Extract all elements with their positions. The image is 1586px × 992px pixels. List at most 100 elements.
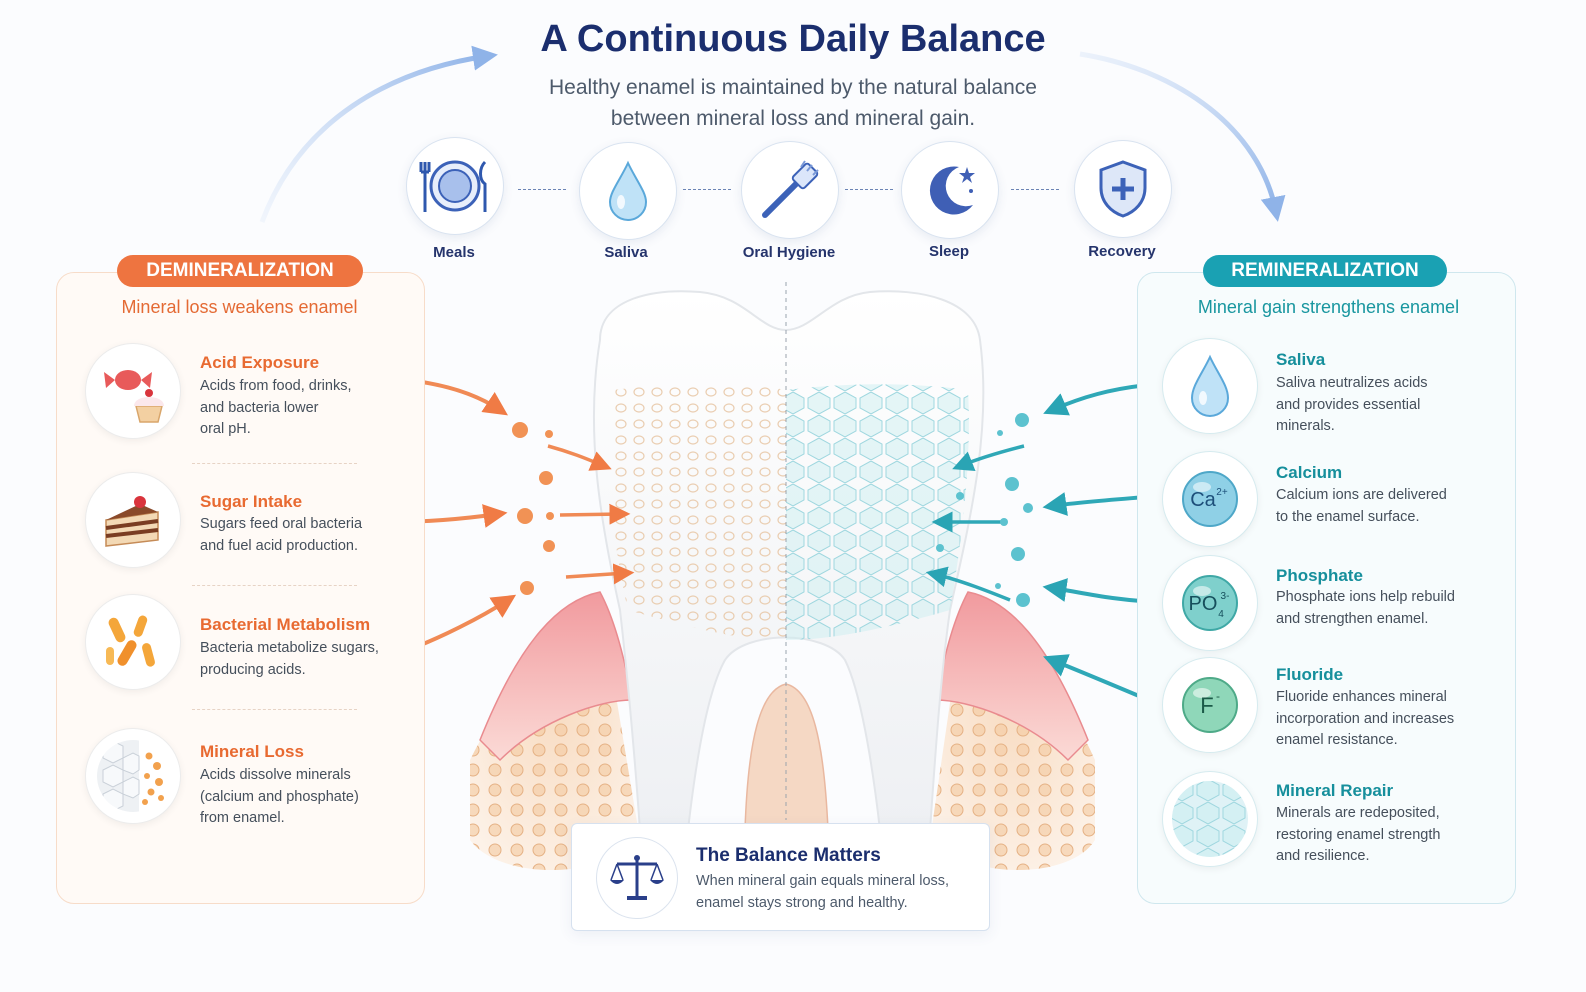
phosphate-icon-circle: PO 4 3- bbox=[1162, 555, 1258, 651]
oral-hygiene-step bbox=[741, 141, 839, 239]
desc-line: from enamel. bbox=[200, 810, 285, 826]
desc-line: and strengthen enamel. bbox=[1276, 610, 1429, 627]
balance-title: The Balance Matters bbox=[696, 845, 881, 866]
demineralization-heading: DEMINERALIZATION bbox=[117, 255, 363, 287]
demineralization-subheading: Mineral loss weakens enamel bbox=[121, 297, 358, 317]
desc-line: Fluoride enhances mineral bbox=[1276, 689, 1447, 705]
cycle-connector bbox=[845, 189, 893, 190]
acid-particles bbox=[512, 422, 555, 595]
acid-exposure-desc: Acids from food, drinks, and bacteria lo… bbox=[200, 376, 352, 441]
calcium-ion-icon: Ca 2+ bbox=[1182, 471, 1238, 527]
droplet-icon bbox=[608, 160, 648, 221]
ion-symbol: Ca bbox=[1190, 489, 1216, 511]
remineralization-subheading: Mineral gain strengthens enamel bbox=[1197, 297, 1460, 317]
fluoride-title: Fluoride bbox=[1276, 665, 1344, 684]
cycle-arrow-right bbox=[1079, 51, 1286, 222]
cycle-connector bbox=[1011, 189, 1059, 190]
desc-line: Phosphate ions help rebuild bbox=[1276, 589, 1455, 605]
desc-line: oral pH. bbox=[200, 421, 251, 437]
desc-line: When mineral gain equals mineral loss, bbox=[696, 873, 950, 889]
acid-exposure-icon-circle bbox=[85, 343, 181, 439]
mineral-loss-title: Mineral Loss bbox=[200, 742, 304, 761]
toothbrush-icon bbox=[762, 160, 819, 218]
sugar-intake-desc: Sugars feed oral bacteria and fuel acid … bbox=[200, 514, 362, 557]
dissolving-minerals-icon bbox=[97, 740, 164, 812]
gum-right bbox=[935, 591, 1089, 762]
bacterial-metabolism-title: Bacterial Metabolism bbox=[200, 615, 371, 634]
scales-icon bbox=[610, 855, 664, 900]
droplet-icon bbox=[1190, 354, 1230, 417]
desc-line: and bacteria lower bbox=[200, 399, 319, 416]
cake-slice-icon bbox=[105, 496, 159, 547]
ion-subscript: 4 bbox=[1218, 609, 1224, 620]
fluoride-ion-icon: F - bbox=[1182, 677, 1238, 733]
balance-desc: When mineral gain equals mineral loss, e… bbox=[696, 870, 949, 914]
desc-line: to the enamel surface. bbox=[1276, 508, 1420, 525]
calcium-desc: Calcium ions are delivered to the enamel… bbox=[1276, 485, 1447, 528]
ion-charge: 3- bbox=[1221, 591, 1230, 602]
desc-line: (calcium and phosphate) bbox=[200, 788, 359, 805]
page-title: A Continuous Daily Balance bbox=[540, 18, 1046, 60]
mineral-loss-icon-circle bbox=[85, 728, 181, 824]
saliva-step bbox=[579, 142, 677, 240]
ion-charge: 2+ bbox=[1216, 487, 1228, 498]
cycle-connector bbox=[683, 189, 731, 190]
step-label-saliva: Saliva bbox=[604, 244, 648, 261]
desc-line: Sugars feed oral bacteria bbox=[200, 516, 363, 532]
desc-line: and fuel acid production. bbox=[200, 537, 358, 554]
saliva-title: Saliva bbox=[1276, 350, 1326, 369]
mineral-repair-icon-circle bbox=[1162, 771, 1258, 867]
desc-line: Acids from food, drinks, bbox=[200, 378, 352, 394]
item-separator bbox=[192, 463, 357, 464]
desc-line: producing acids. bbox=[200, 661, 306, 678]
balance-icon-circle bbox=[596, 837, 678, 919]
item-separator bbox=[192, 585, 357, 586]
cycle-connector bbox=[518, 189, 566, 190]
desc-line: Acids dissolve minerals bbox=[200, 767, 351, 783]
subtitle-line-1: Healthy enamel is maintained by the natu… bbox=[549, 76, 1037, 99]
phosphate-ion-icon: PO 4 3- bbox=[1182, 575, 1238, 631]
step-label-oral-hygiene: Oral Hygiene bbox=[742, 244, 836, 261]
bacterial-metabolism-icon-circle bbox=[85, 594, 181, 690]
desc-line: restoring enamel strength bbox=[1276, 826, 1441, 843]
step-label-sleep: Sleep bbox=[928, 243, 970, 260]
candy-cupcake-icon bbox=[104, 370, 164, 423]
desc-line: Minerals are redeposited, bbox=[1276, 805, 1440, 821]
mineral-repair-desc: Minerals are redeposited, restoring enam… bbox=[1276, 803, 1440, 868]
moon-star-icon bbox=[929, 166, 975, 215]
step-label-recovery: Recovery bbox=[1088, 243, 1156, 260]
recovery-step bbox=[1074, 140, 1172, 238]
step-label-meals: Meals bbox=[433, 244, 475, 261]
plate-cutlery-icon bbox=[419, 160, 487, 212]
fluoride-desc: Fluoride enhances mineral incorporation … bbox=[1276, 687, 1454, 752]
desc-line: Calcium ions are delivered bbox=[1276, 487, 1447, 503]
mineral-loss-desc: Acids dissolve minerals (calcium and pho… bbox=[200, 765, 359, 830]
bacterial-metabolism-desc: Bacteria metabolize sugars, producing ac… bbox=[200, 638, 379, 681]
shield-plus-icon bbox=[1099, 160, 1147, 218]
desc-line: enamel stays strong and healthy. bbox=[696, 895, 908, 911]
desc-line: enamel resistance. bbox=[1276, 732, 1398, 748]
gum-left bbox=[479, 591, 633, 762]
ion-charge: - bbox=[1216, 689, 1220, 703]
subtitle-line-2: between mineral loss and mineral gain. bbox=[610, 107, 976, 130]
calcium-title: Calcium bbox=[1276, 463, 1343, 482]
sugar-intake-icon-circle bbox=[85, 472, 181, 568]
meals-step bbox=[406, 137, 504, 235]
desc-line: Bacteria metabolize sugars, bbox=[200, 640, 379, 656]
mineral-repair-title: Mineral Repair bbox=[1276, 781, 1394, 800]
ion-symbol: F bbox=[1200, 693, 1213, 718]
bacteria-icon bbox=[106, 615, 155, 667]
desc-line: Saliva neutralizes acids bbox=[1276, 375, 1428, 391]
mineral-lattice-icon bbox=[1172, 781, 1248, 857]
sugar-intake-title: Sugar Intake bbox=[200, 492, 303, 511]
sleep-step bbox=[901, 141, 999, 239]
item-separator bbox=[192, 709, 357, 710]
acid-exposure-title: Acid Exposure bbox=[200, 353, 320, 372]
desc-line: incorporation and increases bbox=[1276, 710, 1455, 727]
page-subtitle: Healthy enamel is maintained by the natu… bbox=[493, 72, 1093, 134]
ion-symbol: PO bbox=[1189, 593, 1218, 615]
saliva-desc: Saliva neutralizes acids and provides es… bbox=[1276, 373, 1428, 438]
saliva-icon-circle bbox=[1162, 338, 1258, 434]
desc-line: and resilience. bbox=[1276, 848, 1370, 864]
desc-line: and provides essential bbox=[1276, 396, 1421, 413]
